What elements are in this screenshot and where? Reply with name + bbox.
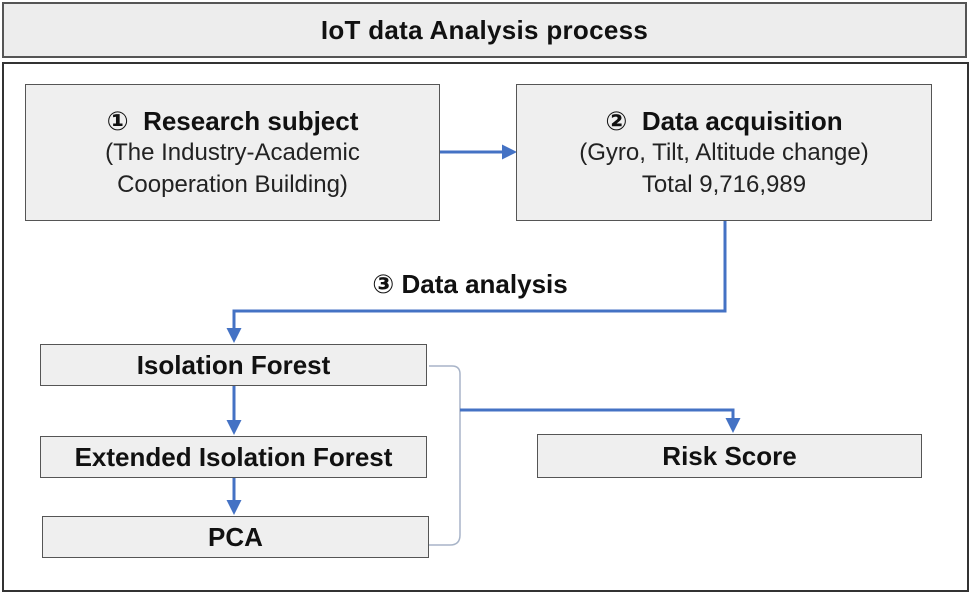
research-subject-heading: ① Research subject (107, 105, 359, 137)
data-analysis-label: ③ Data analysis (350, 266, 590, 302)
research-subject-line-1: (The Industry-Academic (105, 138, 360, 166)
risk-score-box: Risk Score (537, 434, 922, 478)
extended-isolation-forest-label: Extended Isolation Forest (74, 441, 393, 472)
step-3-marker: ③ (372, 268, 395, 299)
arrow-acquisition-to-isolation-forest (226, 221, 727, 343)
research-subject-line-2: Cooperation Building) (117, 170, 348, 198)
risk-score-label: Risk Score (662, 440, 797, 471)
diagram-title-text: IoT data Analysis process (320, 14, 649, 45)
step-1-marker: ① (106, 105, 129, 136)
data-acquisition-box: ② Data acquisition (Gyro, Tilt, Altitude… (516, 84, 932, 221)
diagram-title: IoT data Analysis process (2, 2, 967, 58)
data-acquisition-heading: ② Data acquisition (605, 105, 842, 137)
research-subject-box: ① Research subject (The Industry-Academi… (25, 84, 440, 221)
isolation-forest-box: Isolation Forest (40, 344, 427, 386)
isolation-forest-label: Isolation Forest (136, 349, 331, 380)
arrow-models-to-risk-score (460, 408, 741, 433)
pca-box: PCA (42, 516, 429, 558)
pca-label: PCA (208, 521, 263, 552)
extended-isolation-forest-box: Extended Isolation Forest (40, 436, 427, 478)
data-acquisition-line-2: Total 9,716,989 (641, 170, 807, 198)
research-subject-title: Research subject (143, 105, 359, 136)
step-2-marker: ② (605, 105, 628, 136)
data-acquisition-title: Data acquisition (641, 105, 843, 136)
data-analysis-text: Data analysis (401, 268, 568, 299)
data-acquisition-line-1: (Gyro, Tilt, Altitude change) (579, 138, 869, 166)
model-group-bracket (429, 365, 461, 546)
